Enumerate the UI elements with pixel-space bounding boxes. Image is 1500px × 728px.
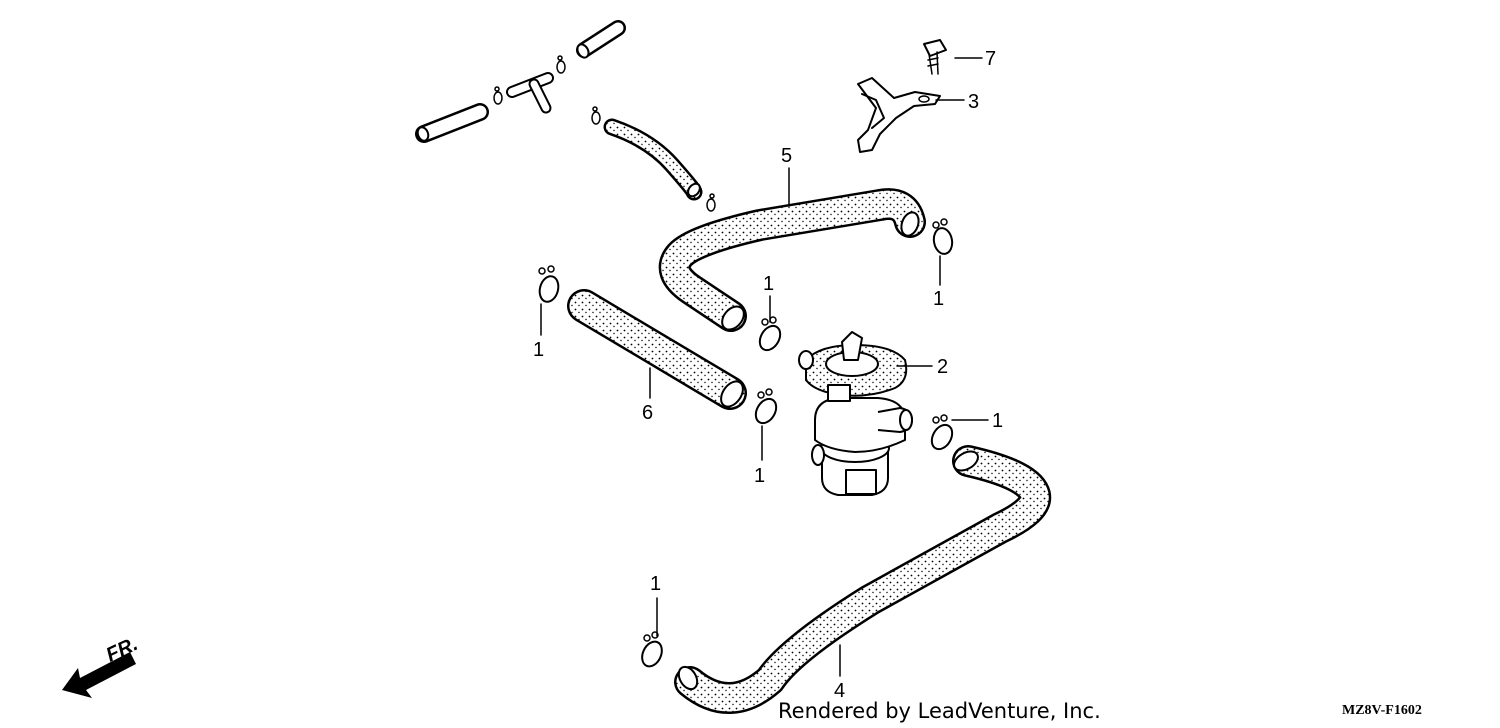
callout-hose-upper: 5 [781,145,792,167]
hose-clamp-bottom [641,631,663,668]
hose-clamp-upper-right [932,218,954,255]
leader-lines [540,57,989,677]
air-injection-control-valve [798,331,913,496]
breather-tube-set [415,20,716,212]
render-credit: Rendered by LeadVenture, Inc. [778,699,1101,723]
callout-hose-straight: 6 [642,402,653,424]
callout-control-valve: 2 [937,356,948,378]
hose-straight [567,289,747,410]
hose-clamp-left [538,265,560,303]
callout-clamp-valve-right: 1 [992,410,1003,432]
callout-clamp-left: 1 [533,339,544,361]
bracket-bolt [923,39,947,75]
callout-bolt: 7 [985,48,996,70]
small-hose-diagonal [603,118,703,201]
callout-clamp-upper-right: 1 [933,288,944,310]
small-clip-1 [493,86,503,105]
hose-clamp-mid-lower [754,388,778,425]
small-hose-left [415,103,489,143]
callout-clamp-mid-upper: 1 [763,273,774,295]
valve-bracket [857,77,941,153]
front-direction-arrow: FR. [62,633,141,698]
hose-clamp-valve-right [930,414,954,451]
small-clip-3 [591,106,601,125]
small-hose-right [576,20,626,59]
hose-upper [658,188,926,332]
callout-hose-lower: 4 [834,680,845,702]
diagram-code: MZ8V-F1602 [1342,703,1422,718]
hose-lower [674,445,1052,714]
callout-clamp-mid-lower: 1 [754,465,765,487]
front-direction-label: FR. [103,633,141,667]
callout-bracket: 3 [968,91,979,113]
t-joint [506,72,554,114]
callout-clamp-bottom: 1 [650,573,661,595]
small-clip-4 [706,193,716,212]
hose-clamp-mid-upper [758,316,782,352]
small-clip-2 [556,55,566,74]
